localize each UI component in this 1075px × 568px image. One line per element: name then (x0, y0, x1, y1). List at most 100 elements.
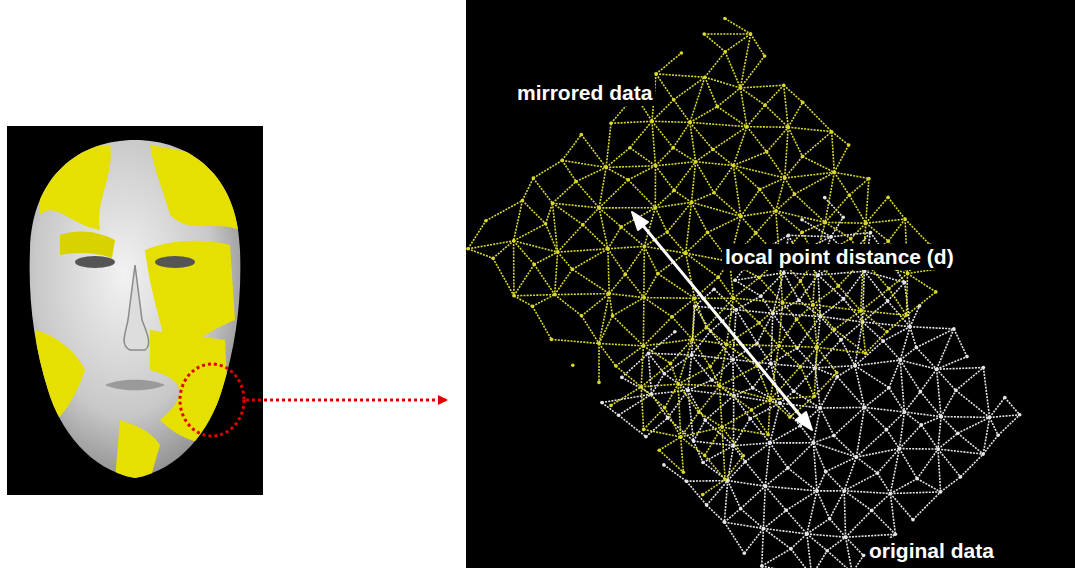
mesh-edge (674, 162, 696, 191)
mesh-edge (807, 534, 812, 568)
mesh-vertex (813, 395, 817, 399)
mesh-vertex (830, 130, 834, 134)
mesh-vertex (739, 86, 743, 90)
mesh-vertex (859, 309, 863, 313)
mesh-vertex (739, 507, 743, 511)
mesh-edge (788, 127, 832, 132)
mesh-edge (998, 415, 1020, 436)
mesh-edge (856, 430, 886, 458)
mesh-vertex (815, 489, 819, 493)
mesh-vertex (712, 191, 716, 195)
mesh-edge (834, 436, 856, 458)
mesh-edge (818, 275, 844, 299)
mesh-vertex (864, 351, 868, 355)
mesh-edge (619, 415, 646, 437)
mesh-edge (696, 150, 713, 162)
mesh-edge (514, 241, 535, 265)
mesh-edge (546, 203, 553, 224)
mesh-edge (733, 298, 782, 303)
mesh-edge (708, 216, 741, 232)
mesh-edge (937, 369, 956, 390)
mesh-edge (555, 295, 582, 316)
mesh-edge (797, 305, 813, 320)
mesh-edge (938, 449, 961, 477)
mesh-edge (786, 510, 807, 534)
mesh-edge (558, 249, 608, 252)
mesh-edge (899, 448, 938, 450)
mesh-edge (904, 392, 920, 412)
mesh-edge (813, 436, 834, 443)
mesh-edge (643, 298, 645, 346)
mesh-edge (784, 85, 789, 127)
mesh-vertex (788, 415, 792, 419)
mesh-edge (655, 208, 667, 232)
mesh-edge (671, 339, 693, 363)
mesh-edge (910, 327, 954, 329)
mesh-vertex (697, 411, 701, 415)
mesh-vertex (732, 444, 736, 448)
mesh-edge (690, 122, 747, 126)
mesh-edge (765, 105, 788, 127)
mesh-vertex (643, 245, 647, 249)
mesh-edge (562, 135, 581, 161)
mesh-vertex (604, 166, 608, 170)
mesh-edge (643, 339, 692, 346)
mesh-edge (801, 281, 813, 305)
mesh-edge (813, 305, 861, 311)
mesh-vertex (656, 272, 660, 276)
mesh-edge (686, 481, 706, 505)
mesh-edge (751, 34, 765, 56)
mesh-vertex (835, 375, 839, 379)
mesh-vertex (574, 180, 578, 184)
mesh-vertex (718, 384, 722, 388)
mesh-edge (825, 222, 866, 224)
mesh-edge (652, 121, 690, 122)
mesh-edge (609, 294, 644, 298)
mesh-edge (797, 348, 815, 368)
mesh-vertex (665, 230, 669, 234)
mesh-vertex (848, 193, 852, 197)
mesh-vertex (723, 520, 727, 524)
mesh-edge (812, 551, 827, 568)
mesh-edge (956, 390, 990, 417)
mesh-edge (681, 437, 705, 455)
mesh-edge (803, 132, 832, 157)
mesh-edge (815, 366, 855, 368)
mesh-edge (990, 417, 999, 435)
mesh-edge (644, 429, 681, 437)
mesh-vertex (887, 287, 891, 291)
mesh-edge (844, 491, 872, 511)
mesh-edge (770, 396, 814, 399)
mesh-edge (658, 274, 695, 299)
mesh-edge (890, 449, 899, 494)
mesh-edge (813, 408, 820, 443)
mesh-edge (727, 344, 779, 345)
mesh-vertex (521, 199, 525, 203)
mesh-edge (678, 367, 710, 385)
mesh-edge (776, 194, 795, 211)
mesh-edge (665, 408, 681, 437)
mesh-vertex (532, 263, 536, 267)
mesh-edge (599, 344, 616, 367)
mesh-vertex (703, 454, 707, 458)
mesh-edge (785, 127, 789, 178)
mesh-vertex (835, 371, 839, 375)
mesh-edge (696, 162, 714, 193)
mesh-edge (740, 88, 765, 105)
mesh-vertex (824, 470, 828, 474)
mesh-vertex (701, 461, 705, 465)
mesh-vertex (644, 435, 648, 439)
mesh-edge (553, 182, 577, 204)
mesh-vertex (581, 223, 585, 227)
mesh-edge (533, 295, 555, 307)
mesh-edge (641, 384, 678, 387)
mesh-edge (724, 522, 744, 553)
mesh-vertex (759, 294, 763, 298)
mesh-edge (643, 317, 672, 346)
mesh-edge (888, 219, 905, 241)
mesh-edge (468, 221, 486, 249)
mesh-edge (767, 152, 785, 178)
mesh-vertex (832, 434, 836, 438)
mesh-edge (908, 274, 936, 292)
mesh-edge (849, 179, 869, 196)
